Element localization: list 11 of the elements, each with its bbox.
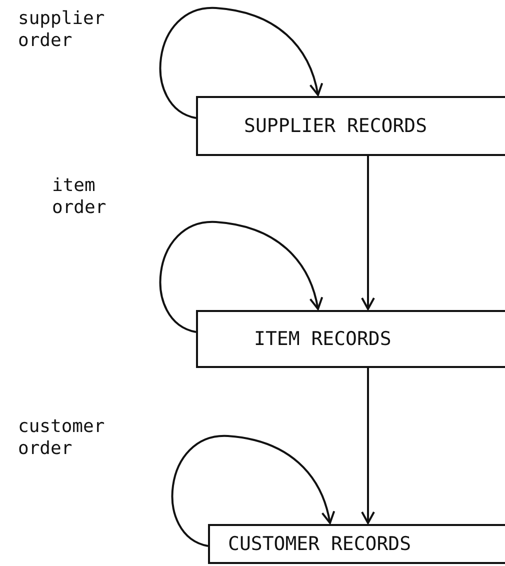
box-label: SUPPLIER RECORDS xyxy=(244,115,428,137)
record-box xyxy=(196,96,505,156)
arrow xyxy=(361,156,375,310)
arrow xyxy=(361,368,375,524)
box-label: CUSTOMER RECORDS xyxy=(228,533,412,555)
loop-arrow xyxy=(159,221,323,333)
record-box xyxy=(196,310,505,368)
loop-arrow xyxy=(171,435,335,547)
loop-arrow xyxy=(159,7,323,119)
record-box xyxy=(208,524,505,564)
box-label: ITEM RECORDS xyxy=(254,328,392,350)
